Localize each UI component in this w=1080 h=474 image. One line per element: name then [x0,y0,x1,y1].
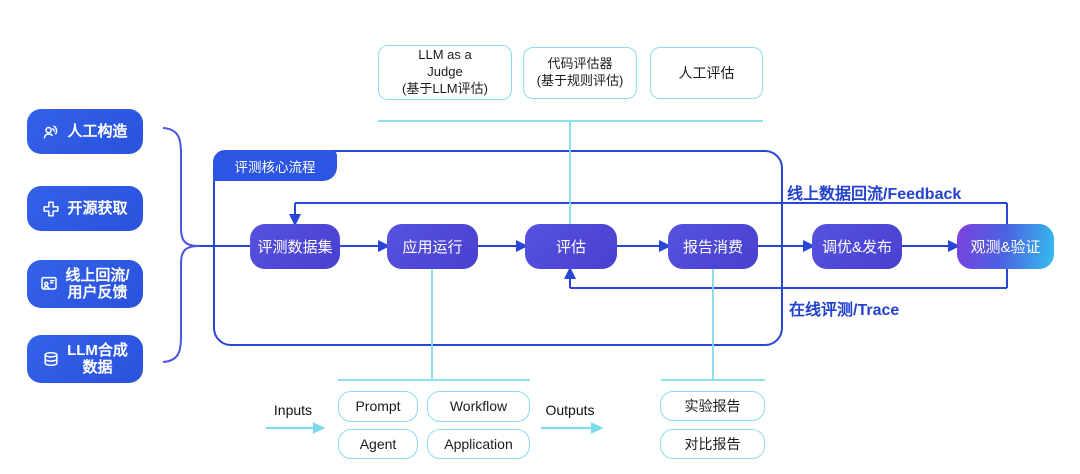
node-eval-dataset: 评测数据集 [250,224,340,269]
sources-brace [162,127,200,363]
source-pill-label: 线上回流/ 用户反馈 [65,266,130,301]
inputs-arrow [266,422,326,434]
core-flow-tab: 评测核心流程 [213,150,337,181]
node-app-run: 应用运行 [387,224,478,269]
source-pill-manual: 人工构造 [27,109,143,154]
evaluators-connector [378,120,763,224]
runtime-type-application: Application [427,429,530,459]
runtime-connector [338,269,530,381]
feedback-loop-label: 线上数据回流/Feedback [787,186,962,203]
node-evaluate: 评估 [525,224,617,269]
report-experiment: 实验报告 [660,391,765,421]
trace-loop-line [563,266,1007,289]
inputs-label: Inputs [273,402,313,418]
runtime-type-prompt: Prompt [338,391,418,422]
outputs-label: Outputs [545,402,595,418]
report-comparison: 对比报告 [660,429,765,459]
person-voice-icon [42,123,60,141]
source-pill-online-feedback: 线上回流/ 用户反馈 [27,260,143,308]
reports-connector [661,269,765,381]
evaluator-code: 代码评估器 (基于规则评估) [523,47,637,99]
runtime-type-workflow: Workflow [427,391,530,422]
node-observe-verify: 观测&验证 [957,224,1054,269]
feedback-icon [40,275,58,293]
source-pill-label: 开源获取 [67,199,128,217]
source-pill-llm-synthetic: LLM合成 数据 [27,335,143,383]
node-tune-release: 调优&发布 [812,224,902,269]
trace-loop-label: 在线评测/Trace [789,302,900,319]
source-pill-label: LLM合成 数据 [67,341,128,376]
runtime-type-agent: Agent [338,429,418,459]
feedback-loop-line [288,202,1008,288]
database-icon [42,350,60,368]
node-report-consume: 报告消费 [668,224,758,269]
evaluator-human: 人工评估 [650,47,763,99]
flow-arrows [340,239,961,253]
source-pill-label: 人工构造 [67,122,128,140]
evaluator-llm-judge: LLM as a Judge (基于LLM评估) [378,45,512,100]
plus-icon [42,200,60,218]
source-pill-opensource: 开源获取 [27,186,143,231]
outputs-arrow [541,422,604,434]
core-flow-frame [213,150,783,346]
